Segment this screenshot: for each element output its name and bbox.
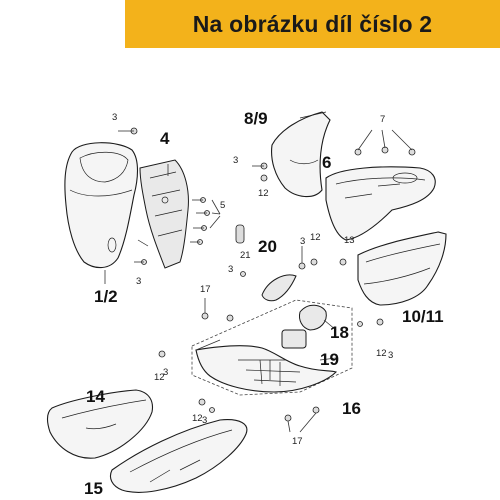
label-part-3-a: 3 xyxy=(112,112,117,123)
front-shield-part xyxy=(64,142,139,269)
lower-floor-cover-part xyxy=(109,419,248,493)
label-part-12-c: 12 xyxy=(154,372,165,383)
label-part-8-9: 8/9 xyxy=(244,109,268,128)
label-part-16: 16 xyxy=(342,399,361,418)
label-part-1-2: 1/2 xyxy=(94,287,118,306)
label-part-3-f: 3 xyxy=(163,367,168,378)
upper-cover-part xyxy=(271,111,331,198)
label-part-3-e: 3 xyxy=(228,264,233,275)
label-part-5: 5 xyxy=(220,200,225,211)
label-part-3-d: 3 xyxy=(300,236,305,247)
label-part-14: 14 xyxy=(86,387,105,406)
label-part-7: 7 xyxy=(380,114,385,125)
label-part-10-11: 10/11 xyxy=(402,307,444,326)
fasteners xyxy=(104,127,416,433)
under-seat-tray-part xyxy=(325,166,436,241)
label-part-17-a: 17 xyxy=(200,284,211,295)
title-banner: Na obrázku díl číslo 2 xyxy=(125,0,500,48)
label-part-17-b: 17 xyxy=(292,436,303,447)
label-part-12-e: 12 xyxy=(192,413,203,424)
lower-left-cover-part xyxy=(47,389,154,459)
small-bracket-part xyxy=(235,224,297,302)
label-part-20: 20 xyxy=(258,237,277,256)
label-part-12-b: 12 xyxy=(310,232,321,243)
banner-title: Na obrázku díl číslo 2 xyxy=(192,10,433,37)
label-part-3-h: 3 xyxy=(202,415,207,426)
label-part-3-g: 3 xyxy=(388,350,393,361)
inner-panel-part xyxy=(137,159,189,269)
label-part-3-b: 3 xyxy=(233,155,238,166)
label-part-15: 15 xyxy=(84,479,103,498)
floor-mat-part xyxy=(191,299,353,396)
label-part-3-c: 3 xyxy=(136,276,141,287)
label-part-18: 18 xyxy=(330,323,349,342)
label-part-4: 4 xyxy=(160,129,170,148)
label-part-21: 21 xyxy=(240,250,251,261)
label-part-19: 19 xyxy=(320,350,339,369)
label-part-12-a: 12 xyxy=(258,188,269,199)
side-cover-part xyxy=(357,231,447,306)
label-part-6: 6 xyxy=(322,153,331,172)
label-part-13: 13 xyxy=(344,235,355,246)
label-part-12-d: 12 xyxy=(376,348,387,359)
